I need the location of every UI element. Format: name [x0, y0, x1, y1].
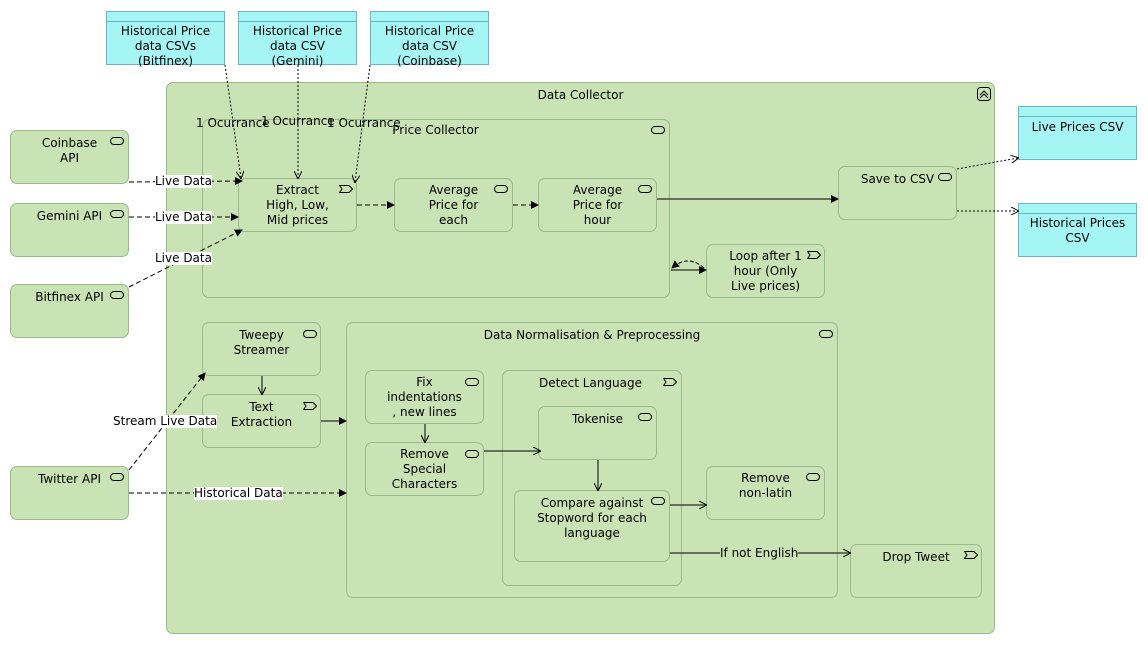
loop-hourly-label: Loop after 1 hour (Only Live prices) [729, 249, 802, 293]
tweepy-streamer-label: Tweepy Streamer [233, 328, 290, 357]
service-icon [303, 330, 317, 338]
coinbase-api[interactable]: Coinbase API [10, 130, 129, 184]
gemini-historical-csv[interactable]: Historical Price data CSV (Gemini) [238, 11, 357, 68]
live-data-label-2: Live Data [155, 210, 212, 224]
live-prices-csv[interactable]: Live Prices CSV [1018, 106, 1137, 160]
normalisation-title: Data Normalisation & Preprocessing [483, 328, 701, 342]
process-arrow-icon [303, 402, 317, 410]
twitter-to-tweepy [128, 372, 206, 471]
data-collector-title: Data Collector [537, 88, 624, 102]
tokenise-process[interactable]: Tokenise [538, 406, 657, 460]
average-price-hour-label: Average Price for hour [572, 183, 623, 227]
remove-non-latin-label: Remove non-latin [738, 471, 793, 500]
average-price-each-label: Average Price for each [428, 183, 479, 227]
text-extraction-label: Text Extraction [230, 400, 293, 429]
twitter-api[interactable]: Twitter API [10, 466, 129, 520]
historical-prices-csv[interactable]: Historical Prices CSV [1018, 203, 1137, 257]
bitfinex-csv-to-extract [224, 64, 241, 178]
occurrence-label-1: 1 Ocurrance [196, 116, 270, 130]
extract-prices-process[interactable]: Extract High, Low, Mid prices [238, 178, 357, 232]
process-arrow-icon [663, 378, 677, 386]
gemini-api-label: Gemini API [36, 209, 103, 223]
process-arrow-icon [339, 185, 353, 193]
bitfinex-api-label: Bitfinex API [35, 290, 104, 304]
coinbase-api-label: Coinbase API [41, 136, 98, 165]
bitfinex-historical-csv-label: Historical Price data CSVs (Bitfinex) [120, 24, 211, 68]
collapse-chevron-icon [977, 87, 991, 101]
service-icon [110, 210, 124, 218]
service-icon [938, 173, 952, 181]
service-icon [806, 473, 820, 481]
drop-tweet-process[interactable]: Drop Tweet [850, 544, 982, 598]
service-icon [651, 497, 665, 505]
service-icon [819, 330, 833, 338]
average-price-hour-process[interactable]: Average Price for hour [538, 178, 657, 232]
live-prices-csv-label: Live Prices CSV [1031, 120, 1124, 134]
service-icon [494, 185, 508, 193]
detect-language-title: Detect Language [538, 376, 643, 390]
occurrence-label-3: 1 Ocurrance [327, 116, 401, 130]
bitfinex-api[interactable]: Bitfinex API [10, 284, 129, 338]
coinbase-historical-csv-label: Historical Price data CSV (Coinbase) [384, 24, 475, 68]
remove-special-characters-process[interactable]: Remove Special Characters [365, 442, 484, 496]
extract-prices-label: Extract High, Low, Mid prices [266, 183, 329, 227]
service-icon [465, 378, 479, 386]
service-icon [110, 137, 124, 145]
service-icon [110, 291, 124, 299]
remove-non-latin-process[interactable]: Remove non-latin [706, 466, 825, 520]
service-icon [651, 126, 665, 134]
historical-prices-csv-label: Historical Prices CSV [1029, 216, 1126, 245]
fix-indentations-label: Fix indentations , new lines [387, 375, 462, 419]
stream-live-data-label: Stream Live Data [113, 414, 218, 428]
process-arrow-icon [807, 251, 821, 259]
bitfinex-to-extract [128, 229, 243, 288]
if-not-english-label: If not English [720, 546, 799, 560]
loop-return-arc [671, 260, 705, 269]
process-arrow-icon [964, 551, 978, 559]
service-icon [638, 413, 652, 421]
text-extraction-process[interactable]: Text Extraction [202, 394, 321, 448]
drop-tweet-label: Drop Tweet [882, 550, 950, 564]
tokenise-label: Tokenise [571, 412, 624, 426]
gemini-api[interactable]: Gemini API [10, 203, 129, 257]
service-icon [638, 185, 652, 193]
gemini-historical-csv-label: Historical Price data CSV (Gemini) [252, 24, 343, 68]
service-icon [465, 450, 479, 458]
historical-data-label: Historical Data [194, 486, 283, 500]
live-data-label-1: Live Data [155, 174, 212, 188]
twitter-api-label: Twitter API [37, 472, 102, 486]
save-to-live-csv [956, 158, 1018, 170]
price-collector-title: Price Collector [392, 123, 479, 137]
occurrence-label-2: 1 Ocurrance [261, 114, 335, 128]
remove-special-characters-label: Remove Special Characters [391, 447, 458, 491]
live-data-label-3: Live Data [155, 251, 212, 265]
bitfinex-historical-csv[interactable]: Historical Price data CSVs (Bitfinex) [106, 11, 225, 68]
fix-indentations-process[interactable]: Fix indentations , new lines [365, 370, 484, 424]
service-icon [110, 473, 124, 481]
loop-hourly-process[interactable]: Loop after 1 hour (Only Live prices) [706, 244, 825, 298]
save-to-csv-process[interactable]: Save to CSV [838, 166, 957, 220]
tweepy-streamer-process[interactable]: Tweepy Streamer [202, 322, 321, 376]
compare-stopword-label: Compare against Stopword for each langua… [537, 496, 647, 540]
coinbase-historical-csv[interactable]: Historical Price data CSV (Coinbase) [370, 11, 489, 68]
save-to-csv-label: Save to CSV [860, 172, 935, 186]
average-price-each-process[interactable]: Average Price for each [394, 178, 513, 232]
compare-stopword-process[interactable]: Compare against Stopword for each langua… [514, 490, 670, 562]
